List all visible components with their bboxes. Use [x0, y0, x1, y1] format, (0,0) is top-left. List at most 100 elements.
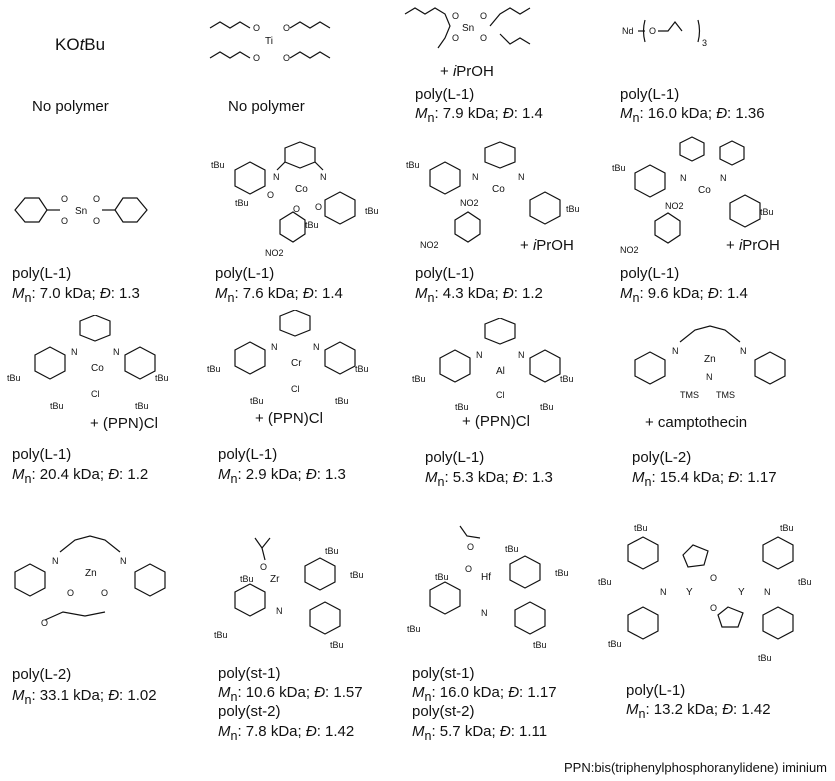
svg-text:tBu: tBu	[235, 198, 249, 208]
svg-text:Cl: Cl	[291, 384, 300, 394]
svg-text:N: N	[518, 350, 525, 360]
svg-text:tBu: tBu	[598, 577, 612, 587]
nd-isopropoxide-structure: Nd O 3	[622, 19, 707, 48]
svg-text:Co: Co	[492, 184, 505, 195]
poly-label: poly(L-1)	[415, 265, 475, 282]
mn-line: Mn: 16.0 kDa; Đ: 1.17	[412, 684, 557, 704]
svg-text:tBu: tBu	[211, 160, 225, 170]
svg-text:tBu: tBu	[330, 640, 344, 650]
mn-value: 15.4	[659, 469, 689, 486]
svg-text:Y: Y	[686, 587, 693, 598]
mn-line: Mn: 2.9 kDa; Đ: 1.3	[218, 466, 346, 486]
svg-text:N: N	[320, 172, 327, 182]
mn-value: 5.7	[439, 723, 461, 740]
sn-octanoate-structure: O O Sn O O	[404, 7, 531, 49]
svg-text:tBu: tBu	[608, 639, 622, 649]
svg-text:N: N	[764, 587, 771, 597]
poly-label-2: poly(st-2)	[412, 703, 475, 720]
svg-text:N: N	[660, 587, 667, 597]
additive-text: + (PPN)Cl	[255, 410, 323, 427]
svg-text:N: N	[518, 172, 525, 182]
svg-text:tBu: tBu	[250, 396, 264, 406]
svg-text:tBu: tBu	[350, 570, 364, 580]
svg-text:O: O	[253, 53, 260, 63]
svg-text:N: N	[680, 173, 687, 183]
mn-value: 13.2	[653, 701, 683, 718]
disp-value: 1.42	[741, 701, 771, 718]
svg-text:tBu: tBu	[365, 206, 379, 216]
mn-line: Mn: 13.2 kDa; Đ: 1.42	[626, 701, 771, 721]
mn-value: 7.9	[442, 105, 464, 122]
svg-text:tBu: tBu	[505, 544, 519, 554]
svg-text:TMS: TMS	[680, 390, 699, 400]
svg-text:N: N	[706, 372, 713, 382]
poly-label: poly(L-1)	[626, 682, 686, 699]
mn-value: 16.0	[439, 684, 469, 701]
svg-text:O: O	[101, 588, 108, 598]
svg-text:tBu: tBu	[155, 373, 169, 383]
svg-text:TMS: TMS	[716, 390, 735, 400]
svg-text:N: N	[481, 608, 488, 618]
poly-label: poly(st-1)	[218, 665, 281, 682]
svg-text:NO2: NO2	[265, 248, 284, 258]
poly-label: poly(st-1)	[412, 665, 475, 682]
disp-value: 1.17	[747, 469, 777, 486]
poly-label: poly(L-1)	[215, 265, 275, 282]
disp-value: 1.3	[532, 469, 553, 486]
disp-value: 1.42	[325, 723, 355, 740]
svg-text:O: O	[93, 216, 100, 226]
ti-butoxide-structure: O O Ti O O	[209, 21, 331, 63]
svg-text:Al: Al	[496, 366, 505, 377]
additive-text: + iPrOH	[726, 237, 780, 254]
mn-line: Mn: 10.6 kDa; Đ: 1.57	[218, 684, 363, 704]
ti-atom: Ti	[265, 36, 273, 47]
svg-text:tBu: tBu	[50, 401, 64, 411]
svg-text:O: O	[283, 53, 290, 63]
svg-text:N: N	[113, 347, 120, 357]
mn-value: 10.6	[245, 684, 275, 701]
disp-value: 1.4	[727, 285, 748, 302]
svg-text:O: O	[253, 23, 260, 33]
svg-text:NO2: NO2	[420, 240, 439, 250]
svg-text:O: O	[710, 573, 717, 583]
svg-text:O: O	[452, 11, 459, 21]
svg-text:Sn: Sn	[75, 206, 87, 217]
poly-label-2: poly(st-2)	[218, 703, 281, 720]
svg-text:tBu: tBu	[555, 568, 569, 578]
disp-value: 1.3	[325, 466, 346, 483]
result-text: No polymer	[32, 98, 109, 115]
svg-text:Cl: Cl	[91, 389, 100, 399]
svg-text:O: O	[465, 564, 472, 574]
mn-line: Mn: 5.3 kDa; Đ: 1.3	[425, 469, 553, 489]
disp-value: 1.2	[522, 285, 543, 302]
mn-line: Mn: 33.1 kDa; Đ: 1.02	[12, 687, 157, 707]
poly-label: poly(L-1)	[12, 446, 72, 463]
mn-line: Mn: 7.9 kDa; Đ: 1.4	[415, 105, 543, 125]
disp-value: 1.2	[127, 466, 149, 483]
svg-text:O: O	[283, 23, 290, 33]
mn-value: 9.6	[647, 285, 669, 302]
svg-text:N: N	[720, 173, 727, 183]
svg-text:tBu: tBu	[533, 640, 547, 650]
mn-value: 5.3	[452, 469, 474, 486]
poly-label: poly(L-1)	[620, 86, 680, 103]
footer-note: PPN:bis(triphenylphosphoranylidene) imin…	[563, 760, 827, 775]
svg-text:Zn: Zn	[85, 568, 97, 579]
poly-label: poly(L-1)	[12, 265, 72, 282]
svg-text:O: O	[315, 202, 322, 212]
svg-text:O: O	[293, 204, 300, 214]
svg-text:tBu: tBu	[760, 207, 774, 217]
svg-text:tBu: tBu	[412, 374, 426, 384]
svg-text:tBu: tBu	[634, 523, 648, 533]
mn-line: Mn: 20.4 kDa; Đ: 1.2	[12, 466, 149, 486]
svg-text:tBu: tBu	[240, 574, 254, 584]
svg-text:tBu: tBu	[407, 624, 421, 634]
svg-text:N: N	[276, 606, 283, 616]
additive-text: + (PPN)Cl	[90, 415, 158, 432]
svg-text:tBu: tBu	[560, 374, 574, 384]
disp-value: 1.57	[333, 684, 363, 701]
